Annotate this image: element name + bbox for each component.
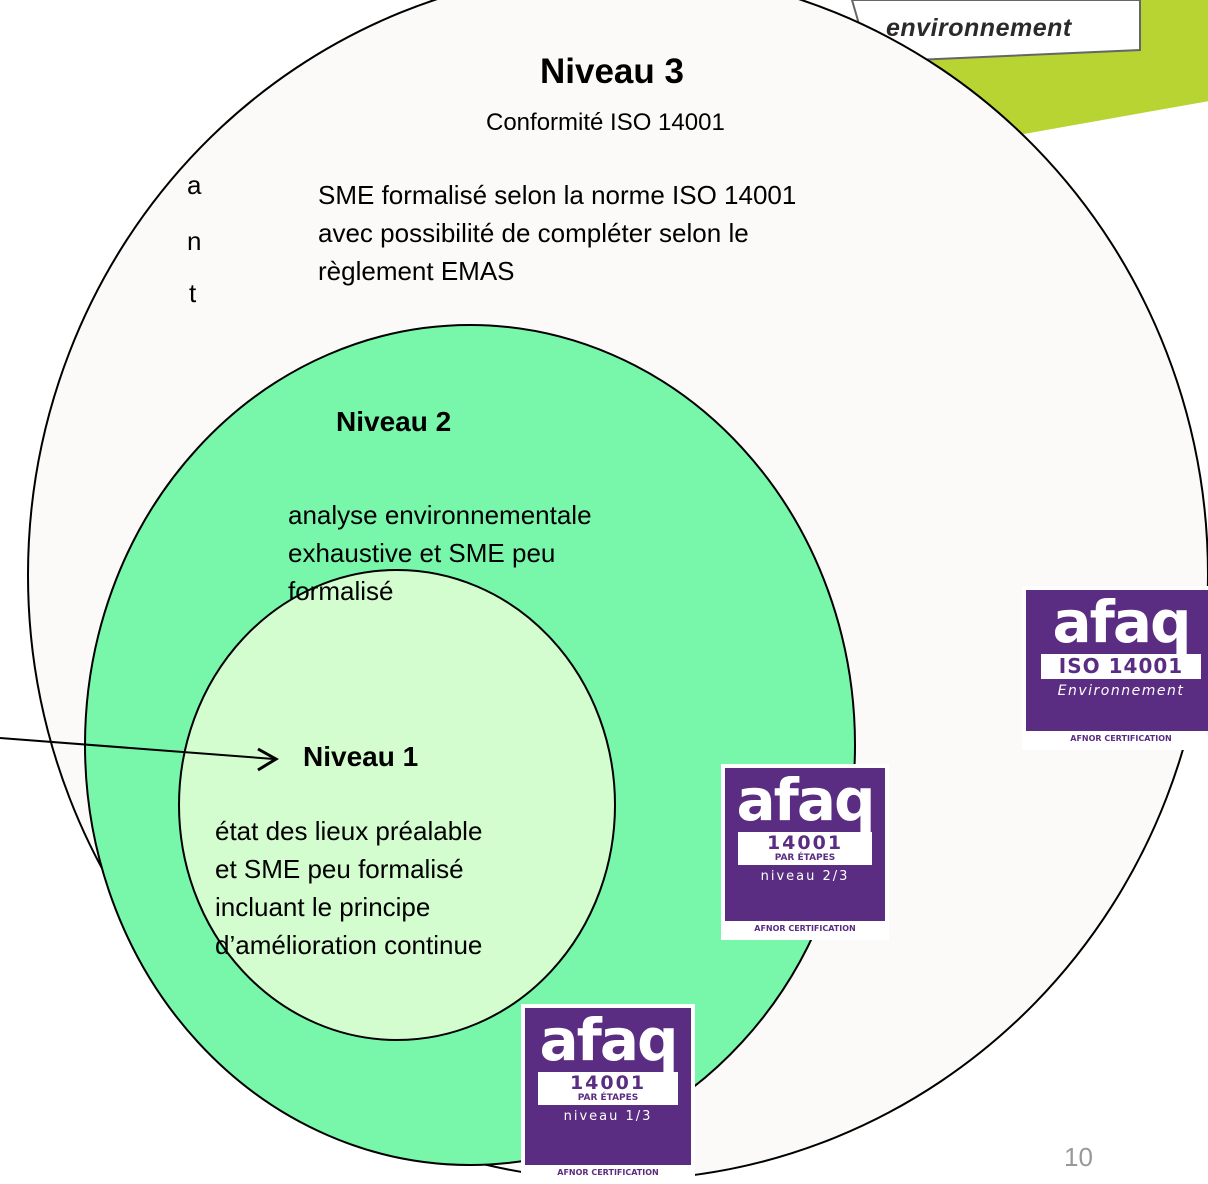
badge-afnor: AFNOR CERTIFICATION <box>525 1165 691 1180</box>
afaq-logo: afaq <box>736 766 875 834</box>
arrow-to-niveau1 <box>0 737 279 772</box>
afaq-niveau2-badge: afaq 14001 PAR ÉTAPES niveau 2/3 AFNOR C… <box>721 764 889 940</box>
niveau1-circle <box>178 569 616 1041</box>
afaq-iso14001-badge: afaq ISO 14001 Environnement AFNOR CERTI… <box>1022 586 1208 750</box>
environnement-logo: environnement <box>886 14 1072 42</box>
niveau3-subtitle: Conformité ISO 14001 <box>486 109 725 136</box>
badge-sub: PAR ÉTAPES <box>774 852 836 863</box>
badge-level: niveau 1/3 <box>563 1109 653 1125</box>
niveau2-line: formalisé <box>288 576 394 606</box>
left-fragment-1: a <box>187 170 202 200</box>
badge-number: 14001 <box>766 832 844 854</box>
niveau1-line: d’amélioration continue <box>215 930 483 960</box>
niveau3-title: Niveau 3 <box>540 52 684 91</box>
niveau1-line: état des lieux préalable <box>215 816 483 846</box>
niveau1-description: état des lieux préalable et SME peu form… <box>215 812 482 964</box>
niveau2-description: analyse environnementale exhaustive et S… <box>288 496 592 610</box>
badge-sub: PAR ÉTAPES <box>577 1092 639 1103</box>
left-fragment-2: n <box>187 226 202 256</box>
niveau3-line: SME formalisé selon la norme ISO 14001 <box>318 180 797 210</box>
badge-afnor: AFNOR CERTIFICATION <box>725 921 885 936</box>
badge-number: 14001 <box>569 1072 647 1094</box>
badge-afnor: AFNOR CERTIFICATION <box>1026 731 1208 746</box>
niveau2-line: exhaustive et SME peu <box>288 538 556 568</box>
left-fragment-3: t <box>189 278 197 308</box>
niveau3-line: règlement EMAS <box>318 256 515 286</box>
afaq-niveau1-badge: afaq 14001 PAR ÉTAPES niveau 1/3 AFNOR C… <box>521 1004 695 1184</box>
niveau3-line: avec possibilité de compléter selon le <box>318 218 749 248</box>
niveau3-description: SME formalisé selon la norme ISO 14001 a… <box>318 176 796 290</box>
badge-level: niveau 2/3 <box>760 869 850 885</box>
badge-number: ISO 14001 <box>1058 654 1184 678</box>
afaq-logo: afaq <box>1052 588 1191 656</box>
niveau1-title: Niveau 1 <box>303 741 419 772</box>
niveau2-line: analyse environnementale <box>288 500 592 530</box>
afaq-logo: afaq <box>539 1006 678 1074</box>
page-number: 10 <box>1064 1142 1093 1172</box>
badge-environnement: Environnement <box>1057 683 1185 699</box>
niveau1-line: incluant le principe <box>215 892 431 922</box>
niveau1-line: et SME peu formalisé <box>215 854 464 884</box>
niveau2-title: Niveau 2 <box>336 406 452 437</box>
